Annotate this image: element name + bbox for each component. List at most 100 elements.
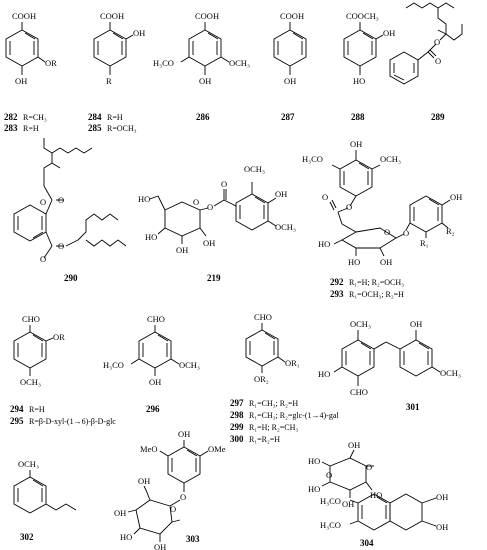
atom-label: OH xyxy=(133,28,145,38)
compound-caption: R=OCH₃ xyxy=(107,124,137,133)
bond-lines xyxy=(5,22,46,75)
atom-label: H₃CO xyxy=(320,520,341,530)
atom-label: H₃CO xyxy=(302,154,323,164)
atom-label: OH xyxy=(436,522,448,532)
compound-caption: R₁=R₂=H xyxy=(249,435,280,444)
atom-label: OCH₃ xyxy=(244,164,265,174)
bond-lines xyxy=(13,470,77,514)
compound-caption: R₁=CH₃; R₂=H xyxy=(249,399,298,408)
bond-lines xyxy=(13,325,54,376)
compound-302: OCH₃ 302 xyxy=(13,459,77,542)
atom-label: OH xyxy=(138,476,150,486)
atom-label: OCH₃ xyxy=(275,222,296,232)
compound-number: 300 xyxy=(230,434,244,444)
compound-292-293: OH H₃CO OCH₃ OH R₂ R₁ HO HO OH O O O O 2… xyxy=(302,139,462,299)
atom-label: O xyxy=(435,56,441,66)
compound-caption: R₁=H; R₂=CH₃ xyxy=(249,423,298,432)
atom-label: R₂ xyxy=(446,226,455,236)
atom-label: OR xyxy=(53,332,65,342)
compound-number: 292 xyxy=(330,277,344,287)
atom-label: OR₂ xyxy=(254,374,269,384)
atom-label: O xyxy=(384,227,390,237)
atom-label: O xyxy=(170,504,176,514)
compound-296: CHO H₃CO OCH₃ OH 296 xyxy=(103,314,200,414)
compound-caption: R₁=CH₃; R₂=glc-(1→4)-gal xyxy=(249,411,339,420)
bond-lines xyxy=(273,22,307,75)
atom-label: OH xyxy=(342,499,354,509)
compound-number: 303 xyxy=(186,534,200,544)
atom-label: HO xyxy=(318,369,330,379)
atom-label: O xyxy=(40,254,46,264)
atom-label: HO xyxy=(370,490,382,500)
compound-number: 299 xyxy=(230,422,244,432)
atom-label: OH xyxy=(383,28,395,38)
bond-lines xyxy=(333,330,441,386)
bond-lines xyxy=(343,22,384,75)
atom-label: O xyxy=(180,492,186,502)
bond-lines xyxy=(93,22,134,75)
compound-number: 287 xyxy=(281,112,295,122)
atom-label: OH xyxy=(114,508,126,518)
atom-label: O xyxy=(434,37,440,47)
atom-label: OH xyxy=(436,492,448,502)
compound-caption: R₁=OCH₃; R₂=H xyxy=(349,290,404,299)
bond-lines xyxy=(245,323,286,373)
compound-number: 285 xyxy=(88,123,102,133)
bond-lines xyxy=(180,22,230,75)
compound-number: 293 xyxy=(330,289,344,299)
atom-label: CHO xyxy=(254,312,272,322)
atom-label: OMe xyxy=(208,444,226,454)
atom-label: COOH xyxy=(195,11,219,21)
atom-label: OH xyxy=(199,76,211,86)
bond-lines xyxy=(130,325,180,376)
bond-lines xyxy=(13,138,127,259)
atom-label: O xyxy=(58,241,64,251)
compound-caption: R=H xyxy=(23,124,39,133)
compound-301: OCH₃ OH HO CHO OCH₃ 301 xyxy=(318,319,461,412)
atom-label: COOH xyxy=(100,11,124,21)
atom-label: O xyxy=(322,192,328,202)
compound-number: 298 xyxy=(230,410,244,420)
compound-286: COOH H₃CO OCH₃ OH 286 xyxy=(153,11,250,122)
atom-label: OCH₃ xyxy=(179,360,200,370)
atom-label: HO xyxy=(318,239,330,249)
atom-label: HO xyxy=(308,456,320,466)
compound-303: OH MeO OMe OH OH HO OH O O 303 xyxy=(114,429,226,550)
atom-label: HO xyxy=(353,76,365,86)
atom-label: OH xyxy=(15,76,27,86)
atom-label: OH xyxy=(348,440,360,450)
atom-label: OH xyxy=(350,139,362,149)
compound-288: COOCH₃ OH HO 288 xyxy=(343,11,395,122)
compound-number: 295 xyxy=(10,416,24,426)
atom-label: O xyxy=(366,462,372,472)
compound-number: 304 xyxy=(360,538,374,548)
atom-label: CHO xyxy=(350,387,368,397)
atom-label: COOH xyxy=(12,11,36,21)
atom-label: O xyxy=(326,470,332,480)
atom-label: MeO xyxy=(140,444,157,454)
atom-label: OCH₃ xyxy=(350,319,371,329)
compound-number: 289 xyxy=(431,112,445,122)
atom-label: OCH₃ xyxy=(440,368,461,378)
compound-number: 288 xyxy=(351,112,365,122)
compound-number: 302 xyxy=(20,532,34,542)
compound-caption: R=H xyxy=(107,113,123,122)
bond-lines xyxy=(329,150,451,257)
bond-lines xyxy=(389,2,463,85)
atom-label: OCH₃ xyxy=(20,377,41,387)
atom-label: HO xyxy=(308,484,320,494)
atom-label: COOH xyxy=(280,11,304,21)
compound-297-300: CHO OR₁ OR₂ 297 R₁=CH₃; R₂=H 298 R₁=CH₃;… xyxy=(230,312,339,444)
compound-number: 283 xyxy=(4,123,18,133)
atom-label: OCH₃ xyxy=(229,58,250,68)
atom-label: OH xyxy=(154,542,166,550)
compound-284-285: COOH OH R 284 R=H 285 R=OCH₃ xyxy=(88,11,145,133)
atom-label: O xyxy=(207,202,213,212)
compound-number: 297 xyxy=(230,398,244,408)
atom-label: H₃CO xyxy=(103,360,124,370)
compound-number: 294 xyxy=(10,404,24,414)
compound-number: 284 xyxy=(88,112,102,122)
atom-label: HO xyxy=(348,257,360,267)
atom-label: OR₁ xyxy=(285,358,300,368)
